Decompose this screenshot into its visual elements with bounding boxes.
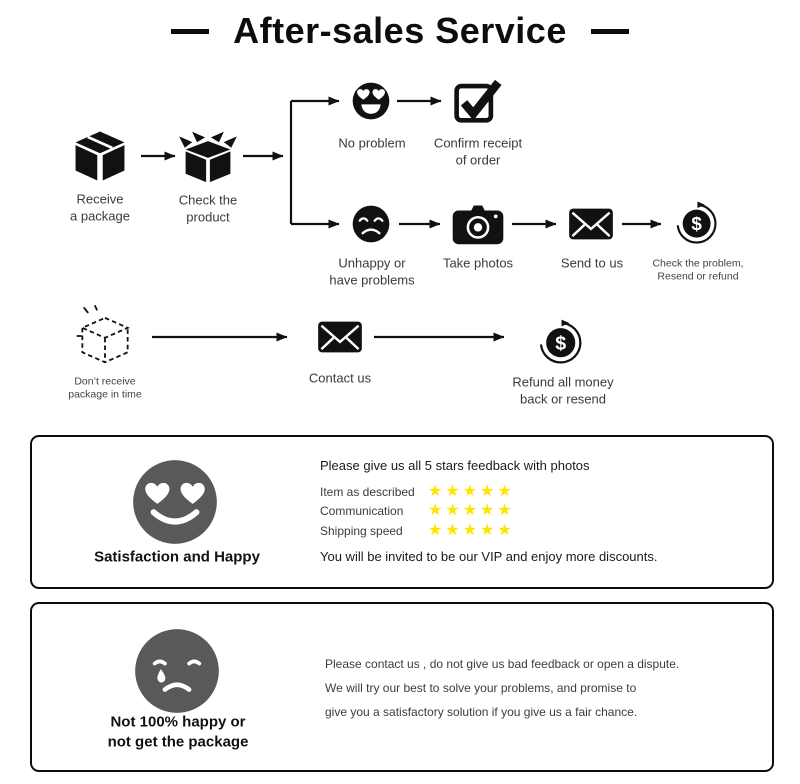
complaint-caption: Not 100% happy or not get the package bbox=[107, 713, 249, 751]
refund-coin-icon: $ bbox=[676, 201, 717, 244]
label-send-to-us: Send to us bbox=[560, 255, 624, 271]
title-dash-right bbox=[590, 28, 629, 34]
rating-label: Shipping speed bbox=[320, 523, 403, 538]
page-title: After-sales Service bbox=[233, 10, 567, 51]
label-no-problem: No problem bbox=[338, 135, 406, 151]
confirm-checkbox-icon bbox=[454, 79, 502, 123]
rating-stars: ★★★★★ bbox=[428, 521, 515, 539]
label-unhappy: Unhappy or have problems bbox=[329, 255, 415, 287]
rating-stars: ★★★★★ bbox=[428, 482, 515, 500]
mail-icon-contact bbox=[318, 321, 362, 353]
rating-row: Shipping speed ★★★★★ bbox=[320, 521, 658, 541]
mail-icon bbox=[569, 208, 613, 240]
label-check-product: Check the product bbox=[178, 192, 238, 224]
label-confirm-receipt: Confirm receipt of order bbox=[433, 135, 523, 167]
satisfaction-caption: Satisfaction and Happy bbox=[94, 548, 260, 566]
title-bar: After-sales Service bbox=[0, 10, 800, 52]
dollar-glyph: $ bbox=[555, 333, 566, 355]
label-receive-package: Receive a package bbox=[70, 191, 130, 223]
dashed-package-icon bbox=[76, 305, 130, 364]
feedback-block: Please give us all 5 stars feedback with… bbox=[320, 458, 658, 564]
rating-label: Item as described bbox=[320, 484, 415, 499]
rating-label: Communication bbox=[320, 504, 404, 519]
label-refund: Refund all money back or resend bbox=[512, 374, 614, 406]
rating-row: Item as described ★★★★★ bbox=[320, 482, 658, 502]
complaint-line: give you a satisfactory solution if you … bbox=[325, 705, 638, 719]
complaint-text-block: Please contact us , do not give us bad f… bbox=[325, 652, 679, 724]
love-face-icon bbox=[352, 82, 390, 120]
rating-row: Communication ★★★★★ bbox=[320, 502, 658, 522]
happy-love-face-icon bbox=[133, 460, 217, 544]
complaint-line: Please contact us , do not give us bad f… bbox=[325, 657, 680, 671]
refund-coin-icon-2: $ bbox=[539, 319, 582, 364]
title-dash-left bbox=[171, 28, 210, 34]
sad-face-icon bbox=[352, 205, 390, 243]
rating-stars: ★★★★★ bbox=[428, 502, 515, 520]
label-check-problem: Check the problem, Resend or refund bbox=[652, 257, 744, 283]
complaint-line: We will try our best to solve your probl… bbox=[325, 681, 637, 695]
label-contact-us: Contact us bbox=[308, 370, 372, 386]
label-take-photos: Take photos bbox=[442, 255, 514, 271]
cry-face-icon bbox=[135, 629, 219, 713]
package-icon bbox=[75, 131, 125, 181]
dollar-glyph: $ bbox=[691, 214, 702, 235]
feedback-footer: You will be invited to be our VIP and en… bbox=[320, 548, 658, 564]
open-box-icon bbox=[177, 129, 239, 183]
camera-icon bbox=[452, 205, 504, 245]
label-dont-receive: Don’t receive package in time bbox=[68, 375, 142, 401]
feedback-heading: Please give us all 5 stars feedback with… bbox=[320, 458, 590, 473]
